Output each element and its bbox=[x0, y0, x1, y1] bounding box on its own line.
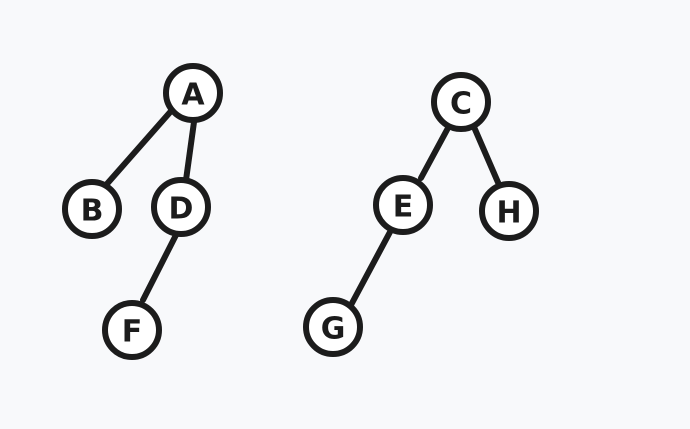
node-a-label: A bbox=[181, 78, 205, 113]
node-d: D bbox=[151, 177, 211, 237]
edge-a-b bbox=[103, 107, 175, 188]
edges-group bbox=[103, 107, 503, 308]
edge-e-g bbox=[348, 229, 393, 308]
node-c-circle bbox=[431, 72, 491, 132]
node-g: G bbox=[303, 297, 363, 357]
node-b-circle bbox=[62, 179, 122, 239]
node-e-label: E bbox=[393, 190, 414, 225]
node-b: B bbox=[62, 179, 122, 239]
node-d-label: D bbox=[169, 192, 194, 227]
node-a-circle bbox=[163, 63, 223, 123]
node-c-label: C bbox=[450, 87, 472, 122]
edge-d-f bbox=[140, 232, 179, 303]
node-g-circle bbox=[303, 297, 363, 357]
edge-c-e bbox=[418, 125, 451, 181]
edge-a-d bbox=[183, 119, 197, 183]
node-g-label: G bbox=[321, 312, 346, 347]
edge-c-h bbox=[471, 124, 503, 190]
node-d-circle bbox=[151, 177, 211, 237]
node-b-label: B bbox=[81, 194, 104, 229]
node-f: F bbox=[102, 300, 162, 360]
node-h-circle bbox=[479, 181, 539, 241]
node-c: C bbox=[431, 72, 491, 132]
node-h-label: H bbox=[496, 196, 521, 231]
node-f-label: F bbox=[122, 315, 143, 350]
node-e: E bbox=[373, 175, 433, 235]
node-e-circle bbox=[373, 175, 433, 235]
node-a: A bbox=[163, 63, 223, 123]
node-h: H bbox=[479, 181, 539, 241]
node-f-circle bbox=[102, 300, 162, 360]
